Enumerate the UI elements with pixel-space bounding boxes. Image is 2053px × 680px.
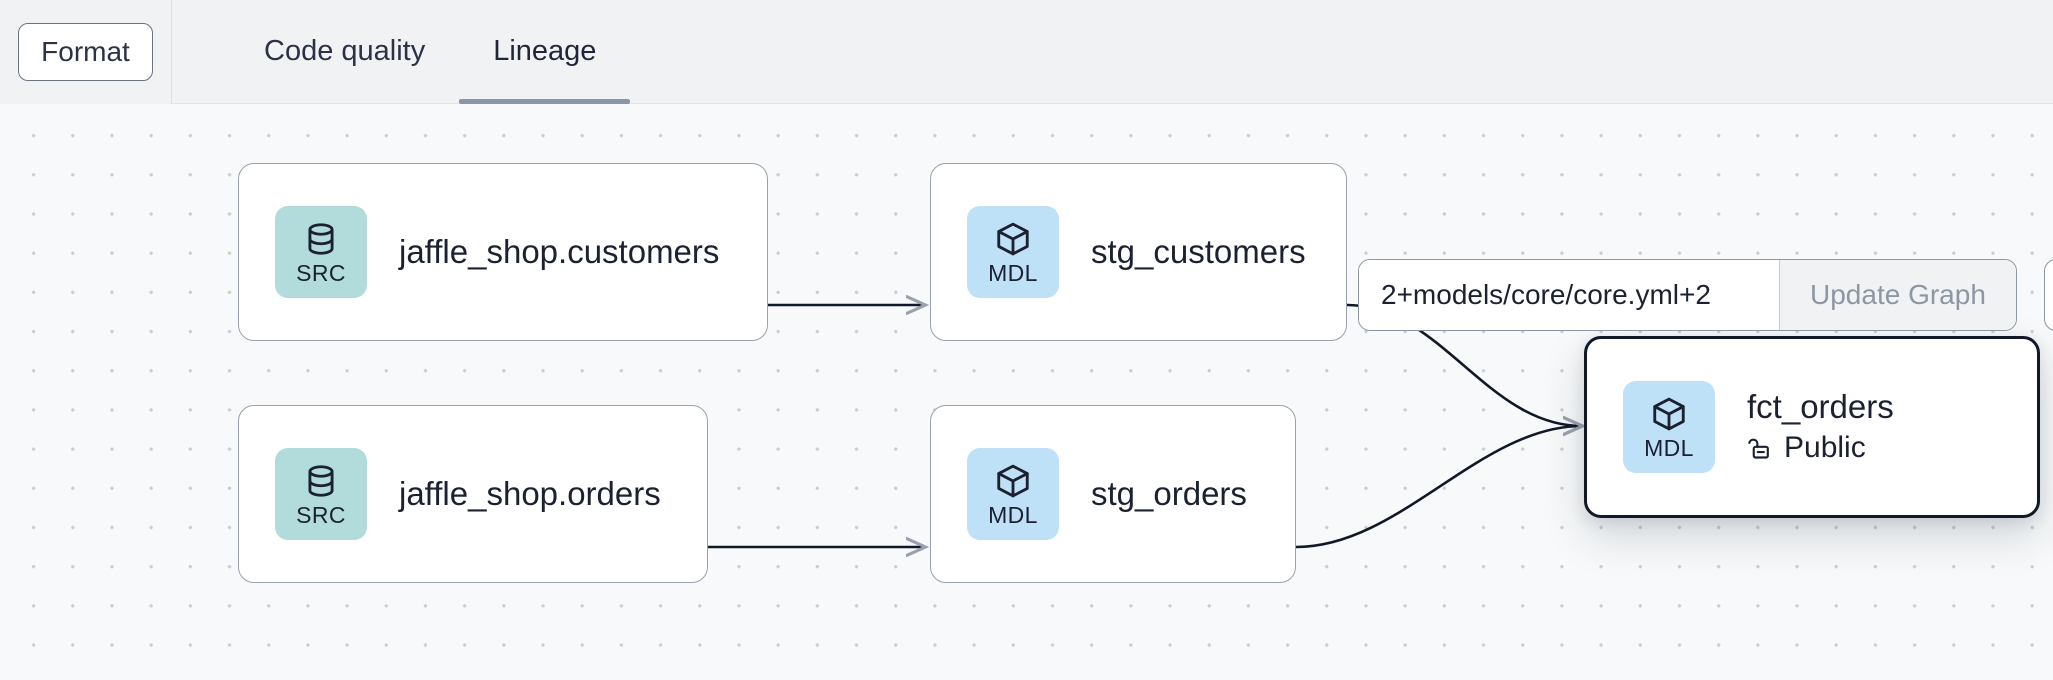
graph-secondary-control[interactable] [2044,259,2053,331]
node-access-row: Public [1747,431,1894,465]
node-body: jaffle_shop.orders [399,474,661,513]
lineage-node-stg-orders[interactable]: MDL stg_orders [930,405,1296,583]
cube-icon [997,222,1029,255]
graph-selector-toolbar: Update Graph [1358,259,2017,331]
badge-code-label: MDL [988,259,1038,286]
lineage-node-jaffle-shop-customers[interactable]: SRC jaffle_shop.customers [238,163,768,341]
graph-selector-input[interactable] [1359,260,1779,330]
node-body: jaffle_shop.customers [399,232,720,271]
badge-code-label: MDL [988,501,1038,528]
badge-code-label: SRC [296,501,346,528]
node-access-label: Public [1784,431,1866,465]
node-title: stg_orders [1091,474,1247,512]
node-title: fct_orders [1747,387,1894,425]
cube-icon [1653,397,1685,430]
node-title: jaffle_shop.orders [399,474,661,512]
badge-code-label: SRC [296,259,346,286]
edge-stg-orders-to-fct-orders [1295,426,1582,549]
node-title: jaffle_shop.customers [399,232,720,270]
update-graph-button[interactable]: Update Graph [1779,260,2016,330]
database-icon [308,464,334,497]
model-type-badge: MDL [967,448,1059,540]
badge-code-label: MDL [1644,434,1694,461]
tab-bar: Code quality Lineage [172,0,631,104]
tab-lineage-label: Lineage [493,35,597,67]
source-type-badge: SRC [275,206,367,298]
format-button-container: Format [0,0,172,104]
editor-toolbar: Format Code quality Lineage [0,0,2053,104]
model-type-badge: MDL [1623,381,1715,473]
lineage-node-jaffle-shop-orders[interactable]: SRC jaffle_shop.orders [238,405,708,583]
tab-code-quality[interactable]: Code quality [230,0,459,104]
cube-icon [997,464,1029,497]
database-icon [308,222,334,255]
node-body: stg_orders [1091,474,1247,513]
node-body: stg_customers [1091,232,1306,271]
node-body: fct_orders Public [1747,387,1894,466]
unlock-icon [1748,438,1769,459]
node-title: stg_customers [1091,232,1306,270]
lineage-canvas[interactable]: SRC jaffle_shop.customers MDL stg_custom… [0,104,2053,680]
tab-code-quality-label: Code quality [264,35,426,67]
source-type-badge: SRC [275,448,367,540]
lineage-node-fct-orders[interactable]: MDL fct_orders Public [1584,336,2040,518]
tab-lineage[interactable]: Lineage [459,0,631,104]
lineage-node-stg-customers[interactable]: MDL stg_customers [930,163,1347,341]
format-button[interactable]: Format [18,22,153,81]
model-type-badge: MDL [967,206,1059,298]
